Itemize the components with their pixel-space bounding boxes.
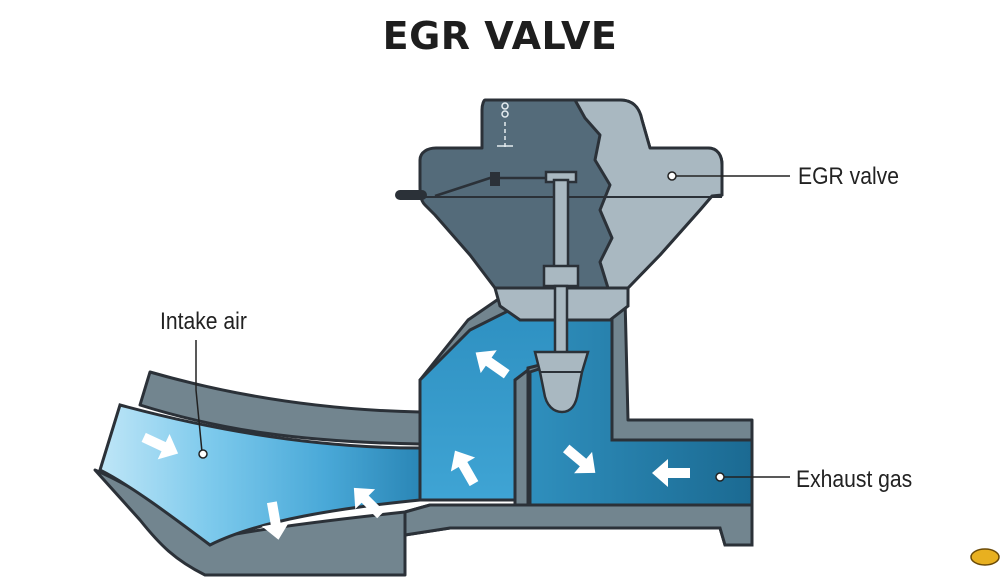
logo-badge-icon [970, 548, 1000, 566]
callout-dots [198, 171, 725, 482]
vent-detail [497, 102, 513, 150]
valve-stem [552, 178, 570, 272]
intake-air-passage [98, 403, 422, 547]
valve-stem-lower [553, 284, 569, 358]
base-plate [403, 503, 754, 547]
callout-lines [195, 175, 790, 478]
poppet-valve [533, 350, 590, 414]
diagram-title: EGR VALVE [382, 14, 618, 58]
vent-tab [490, 172, 500, 186]
exhaust-gas-label: Exhaust gas [796, 466, 913, 493]
valve-stem-collar [542, 264, 580, 288]
intake-air-label: Intake air [160, 308, 247, 335]
egr-valve-housing [418, 98, 724, 290]
egr-valve-label: EGR valve [798, 163, 899, 190]
divider-wall [513, 366, 530, 512]
